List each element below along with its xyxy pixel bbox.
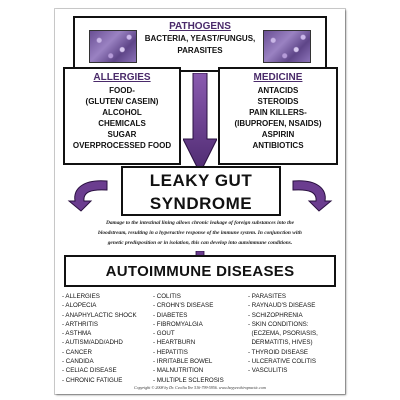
- disease-item: - CANDIDA: [62, 358, 94, 366]
- disease-column-2: - COLITIS - CROHN'S DISEASE - DIABETES -…: [153, 292, 224, 385]
- medicine-item: ANTACIDS: [257, 86, 299, 95]
- disease-item: DERMATITIS, HIVES): [248, 339, 313, 347]
- description-line1: Damage to the intestinal lining allows c…: [105, 220, 295, 226]
- medicine-item: ANTIBIOTICS: [252, 141, 304, 150]
- disease-item: - FIBROMYALGIA: [153, 320, 203, 328]
- disease-item: - VASCULITIS: [248, 367, 288, 375]
- poster: PATHOGENS BACTERIA, YEAST/FUNGUS, PARASI…: [55, 9, 345, 394]
- disease-item: - THYROID DISEASE: [248, 348, 309, 356]
- disease-item: - ANAPHYLACTIC SHOCK: [62, 311, 137, 319]
- disease-item: - ARTHRITIS: [62, 320, 98, 328]
- disease-item: - RAYNAUD'S DISEASE: [248, 302, 316, 310]
- disease-item: - MULTIPLE SCLEROSIS: [153, 376, 224, 384]
- allergy-item: CHEMICALS: [98, 119, 146, 128]
- curved-arrow-left-icon: [67, 180, 108, 212]
- pathogens-title: PATHOGENS: [169, 21, 231, 32]
- disease-item: - SCHIZOPHRENIA: [248, 311, 303, 319]
- disease-item: - HEPATITIS: [153, 348, 188, 356]
- disease-item: - HEARTBURN: [153, 339, 196, 347]
- disease-column-1: - ALLERGIES - ALOPECIA - ANAPHYLACTIC SH…: [62, 292, 137, 385]
- autoimmune-box: AUTOIMMUNE DISEASES: [64, 255, 336, 287]
- pathogens-box: PATHOGENS BACTERIA, YEAST/FUNGUS, PARASI…: [73, 16, 327, 72]
- disease-column-3: - PARASITES - RAYNAUD'S DISEASE - SCHIZO…: [248, 292, 318, 376]
- description: Damage to the intestinal lining allows c…: [75, 218, 325, 248]
- disease-item: - ASTHMA: [62, 330, 92, 338]
- description-line2: bloodstream, resulting in a hyperactive …: [98, 230, 302, 236]
- down-arrow-icon: [183, 73, 217, 173]
- leaky-gut-line2: SYNDROME: [149, 194, 253, 213]
- disease-item: - GOUT: [153, 330, 175, 338]
- pathogens-line1: BACTERIA, YEAST/FUNGUS,: [144, 34, 256, 43]
- disease-item: - ALOPECIA: [62, 302, 97, 310]
- disease-item: - SKIN CONDITIONS:: [248, 320, 309, 328]
- allergy-item: ALCOHOL: [102, 108, 142, 117]
- disease-item: - CELIAC DISEASE: [62, 367, 117, 375]
- curved-arrow-right-icon: [292, 180, 333, 212]
- microscope-image-left: [89, 30, 137, 63]
- allergies-title: ALLERGIES: [93, 72, 151, 83]
- medicine-item: STEROIDS: [257, 97, 299, 106]
- disease-item: - CROHN'S DISEASE: [153, 302, 214, 310]
- disease-item: - IRRITABLE BOWEL: [153, 358, 213, 366]
- medicine-item: PAIN KILLERS-: [249, 108, 307, 117]
- medicine-item: (IBUPROFEN, NSAIDS): [234, 119, 322, 128]
- pathogens-line2: PARASITES: [177, 46, 223, 55]
- allergy-item: SUGAR: [107, 130, 137, 139]
- disease-item: - PARASITES: [248, 293, 287, 300]
- medicine-title: MEDICINE: [253, 72, 303, 83]
- leaky-gut-line1: LEAKY GUT: [149, 171, 253, 190]
- disease-item: - CHRONIC FATIGUE: [62, 376, 123, 384]
- medicine-list: ANTACIDS STEROIDS PAIN KILLERS- (IBUPROF…: [220, 85, 336, 151]
- allergy-item: OVERPROCESSED FOOD: [72, 141, 172, 150]
- allergy-item: (GLUTEN/ CASEIN): [85, 97, 159, 106]
- disease-item: (ECZEMA, PSORIASIS,: [248, 330, 318, 338]
- allergy-item: FOOD-: [109, 86, 135, 95]
- disease-item: - ALLERGIES: [62, 293, 100, 300]
- allergies-box: ALLERGIES FOOD- (GLUTEN/ CASEIN) ALCOHOL…: [63, 67, 181, 165]
- medicine-item: ASPIRIN: [261, 130, 295, 139]
- disease-item: - COLITIS: [153, 293, 181, 300]
- disease-item: - ULCERATIVE COLITIS: [248, 358, 316, 366]
- copyright-footer: Copyright © 2008 by Dr. Cecilia Yee 516-…: [134, 385, 266, 390]
- disease-item: - CANCER: [62, 348, 92, 356]
- microscope-image-right: [263, 30, 311, 63]
- description-line3: genetic predisposition or in isolation, …: [107, 240, 293, 246]
- disease-item: - MALNUTRITION: [153, 367, 204, 375]
- allergies-list: FOOD- (GLUTEN/ CASEIN) ALCOHOL CHEMICALS…: [65, 85, 179, 151]
- leaky-gut-box: LEAKY GUT SYNDROME: [121, 166, 281, 216]
- autoimmune-title: AUTOIMMUNE DISEASES: [105, 263, 295, 280]
- medicine-box: MEDICINE ANTACIDS STEROIDS PAIN KILLERS-…: [218, 67, 338, 165]
- disease-item: - DIABETES: [153, 311, 188, 319]
- disease-item: - AUTISM/ADD/ADHD: [62, 339, 123, 347]
